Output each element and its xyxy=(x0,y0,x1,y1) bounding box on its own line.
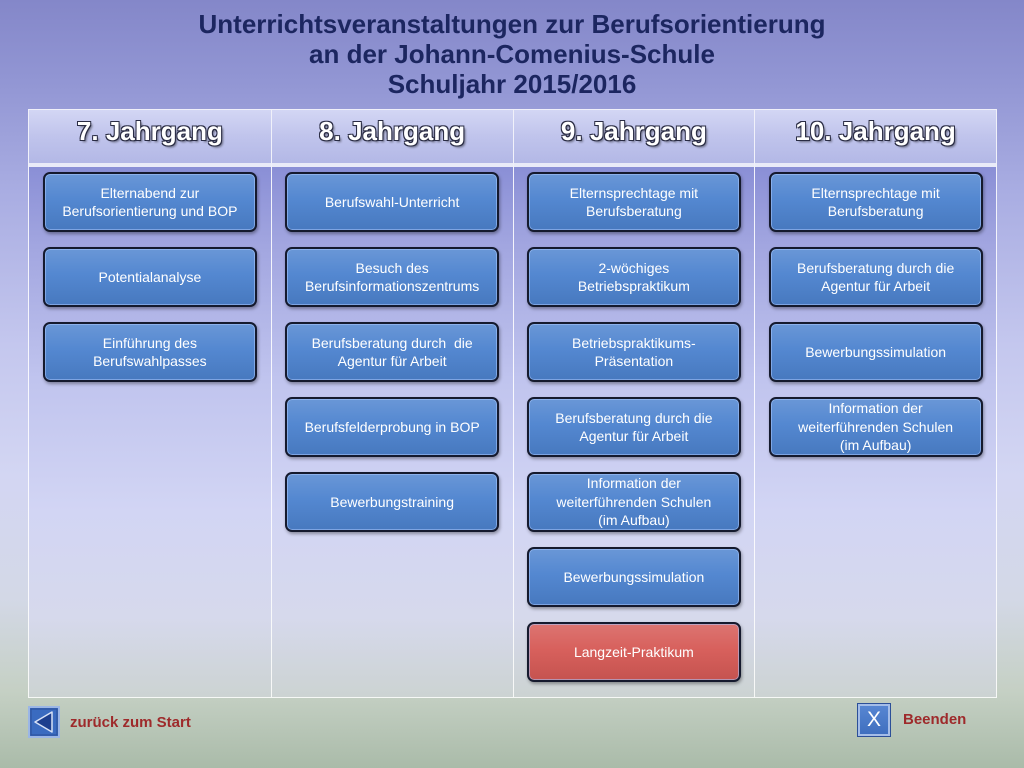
g9-praktikumspraesentation-button[interactable]: Betriebspraktikums- Präsentation xyxy=(526,322,741,382)
column-grade-10: 10. Jahrgang Elternsprechtage mit Berufs… xyxy=(754,110,996,697)
exit-button[interactable]: X xyxy=(858,704,890,736)
g9-bewerbungssimulation-button[interactable]: Bewerbungssimulation xyxy=(526,547,741,607)
exit-label[interactable]: Beenden xyxy=(903,711,967,728)
g7-potentialanalyse-button[interactable]: Potentialanalyse xyxy=(42,247,257,307)
g8-biz-besuch-button[interactable]: Besuch des Berufsinformationszentrums xyxy=(285,247,500,307)
column-grade-8: 8. Jahrgang Berufswahl-Unterricht Besuch… xyxy=(270,110,513,697)
g9-schulinformation-button[interactable]: Information der weiterführenden Schulen … xyxy=(526,472,741,532)
g10-schulinformation-button[interactable]: Information der weiterführenden Schulen … xyxy=(768,397,983,457)
event-list-grade-10: Elternsprechtage mit Berufsberatung Beru… xyxy=(755,167,996,697)
event-list-grade-7: Elternabend zur Berufsorientierung und B… xyxy=(29,167,271,697)
g7-elternabend-button[interactable]: Elternabend zur Berufsorientierung und B… xyxy=(42,172,257,232)
column-header-grade-9: 9. Jahrgang xyxy=(513,110,755,167)
column-header-grade-7: 7. Jahrgang xyxy=(29,110,271,167)
g10-elternsprechtage-button[interactable]: Elternsprechtage mit Berufsberatung xyxy=(768,172,983,232)
title-line-1: Unterrichtsveranstaltungen zur Berufsori… xyxy=(198,9,826,39)
g8-berufswahl-unterricht-button[interactable]: Berufswahl-Unterricht xyxy=(285,172,500,232)
g9-langzeit-praktikum-button[interactable]: Langzeit-Praktikum xyxy=(526,622,741,682)
close-icon: X xyxy=(866,708,881,731)
g9-elternsprechtage-button[interactable]: Elternsprechtage mit Berufsberatung xyxy=(526,172,741,232)
back-to-start-label[interactable]: zurück zum Start xyxy=(70,714,191,731)
schedule-table: 7. Jahrgang Elternabend zur Berufsorient… xyxy=(28,109,997,698)
g8-berufsfelderprobung-button[interactable]: Berufsfelderprobung in BOP xyxy=(285,397,500,457)
g10-bewerbungssimulation-button[interactable]: Bewerbungssimulation xyxy=(768,322,983,382)
column-grade-7: 7. Jahrgang Elternabend zur Berufsorient… xyxy=(29,110,271,697)
g8-berufsberatung-button[interactable]: Berufsberatung durch die Agentur für Arb… xyxy=(285,322,500,382)
column-grade-9: 9. Jahrgang Elternsprechtage mit Berufsb… xyxy=(512,110,755,697)
column-header-grade-8: 8. Jahrgang xyxy=(271,110,513,167)
g7-berufswahlpass-button[interactable]: Einführung des Berufswahlpasses xyxy=(42,322,257,382)
g9-betriebspraktikum-button[interactable]: 2-wöchiges Betriebspraktikum xyxy=(526,247,741,307)
event-list-grade-8: Berufswahl-Unterricht Besuch des Berufsi… xyxy=(271,167,513,697)
event-list-grade-9: Elternsprechtage mit Berufsberatung 2-wö… xyxy=(513,167,755,697)
back-arrow-icon xyxy=(28,706,60,738)
g8-bewerbungstraining-button[interactable]: Bewerbungstraining xyxy=(285,472,500,532)
back-to-start-button[interactable] xyxy=(28,706,60,738)
column-header-grade-10: 10. Jahrgang xyxy=(755,110,996,167)
g10-berufsberatung-button[interactable]: Berufsberatung durch die Agentur für Arb… xyxy=(768,247,983,307)
title-line-3: Schuljahr 2015/2016 xyxy=(387,69,637,99)
page-title: Unterrichtsveranstaltungen zur Berufsori… xyxy=(0,9,1024,99)
title-line-2: an der Johann-Comenius-Schule xyxy=(309,39,715,69)
g9-berufsberatung-button[interactable]: Berufsberatung durch die Agentur für Arb… xyxy=(526,397,741,457)
